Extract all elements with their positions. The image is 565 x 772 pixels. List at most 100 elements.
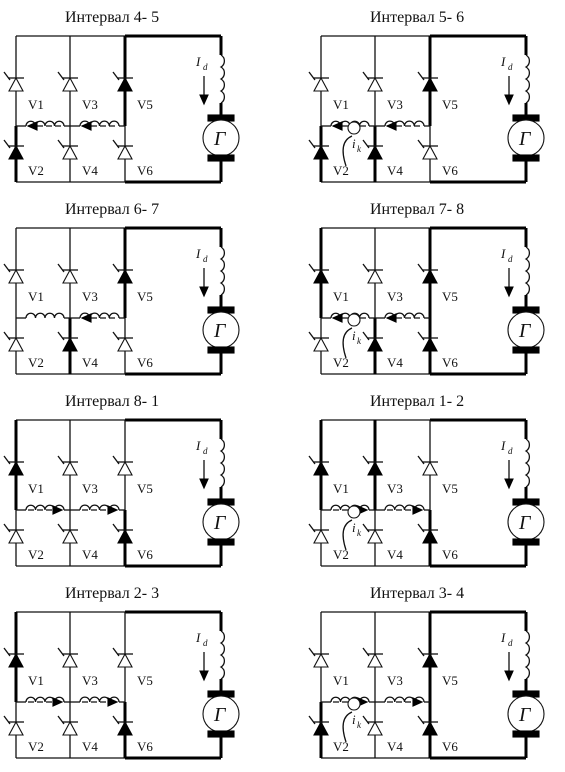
current-arrow-head [199,670,209,682]
coil-right [79,120,120,127]
current-arrow-head [199,478,209,490]
current-label: I [195,246,201,261]
v4-gate [57,331,65,341]
v6-triangle [422,336,438,352]
v1-gate [3,71,11,81]
current-arrow-right [80,313,117,323]
v1-gate [3,647,11,657]
v3-label: V3 [82,97,98,112]
v5-triangle [117,460,133,476]
v5-label: V5 [137,481,153,496]
v4-triangle [62,720,78,736]
panel-title: Интервал 5- 6 [370,9,464,26]
v1-gate [308,455,316,465]
v2-triangle [8,720,24,736]
current-arrow-right [82,697,119,707]
current-arrow-right-head [80,313,92,323]
current-arrow-left [26,121,62,131]
generator-label: Г [213,512,227,534]
v2-gate [3,139,11,149]
v1-gate [308,71,316,81]
ik-loop [342,711,353,743]
v2-label: V2 [333,547,349,562]
generator-brush-bottom [512,154,540,162]
v1-label: V1 [333,673,349,688]
load-inductor [524,438,530,488]
current-label: I [195,54,201,69]
current-label-sub: d [508,638,513,648]
v4-triangle [367,720,383,736]
v6-label: V6 [137,163,153,178]
coil-right [384,696,425,703]
coil-left [25,312,65,319]
current-arrow-left-head [26,121,38,131]
generator-label: Г [518,128,532,150]
current-arrow-right [82,505,119,515]
ik-label-sub: k [357,720,362,730]
v6-triangle [422,144,438,160]
current-arrow-right-head [107,697,119,707]
current-arrow-head [199,286,209,298]
v4-triangle [62,528,78,544]
current-label: I [500,54,506,69]
v3-triangle [367,76,383,92]
v2-triangle [8,528,24,544]
generator-brush-bottom [512,538,540,546]
v6-triangle [422,528,438,544]
v2-gate [3,331,11,341]
v4-label: V4 [82,547,98,562]
ik-label-sub: k [357,528,362,538]
v5-label: V5 [442,97,458,112]
v1-label: V1 [28,289,44,304]
v6-gate [417,331,425,341]
v6-label: V6 [442,355,458,370]
ik-marker [347,121,361,135]
v3-triangle [62,652,78,668]
v4-triangle [62,144,78,160]
current-label-sub: d [203,446,208,456]
v4-gate [362,715,370,725]
v3-gate [57,455,65,465]
v5-gate [112,71,120,81]
v2-triangle [313,336,329,352]
v4-label: V4 [387,739,403,754]
v3-label: V3 [82,289,98,304]
v4-gate [57,523,65,533]
v4-label: V4 [82,739,98,754]
v4-triangle [367,528,383,544]
v2-triangle [313,528,329,544]
v2-gate [308,715,316,725]
v2-gate [308,331,316,341]
generator-label: Г [213,320,227,342]
current-arrow-right-head [80,121,92,131]
ik-loop [342,327,353,359]
coil-right [79,504,120,511]
v1-label: V1 [333,97,349,112]
v3-gate [57,647,65,657]
v1-triangle [313,652,329,668]
ik-marker [347,313,361,327]
v1-triangle [8,268,24,284]
v1-gate [308,647,316,657]
v2-triangle [8,144,24,160]
v1-triangle [313,268,329,284]
current-arrow-head [504,94,514,106]
coil-right [384,120,425,127]
panel-title: Интервал 3- 4 [370,585,464,602]
current-arrow-head [504,670,514,682]
v6-triangle [117,336,133,352]
v3-gate [57,71,65,81]
current-arrow-head [504,478,514,490]
v3-label: V3 [387,673,403,688]
v2-label: V2 [333,163,349,178]
generator-brush-bottom [207,538,235,546]
v6-triangle [117,144,133,160]
v5-gate [417,263,425,273]
v2-label: V2 [28,163,44,178]
current-arrow-right [385,121,422,131]
v3-gate [362,71,370,81]
v5-triangle [422,76,438,92]
